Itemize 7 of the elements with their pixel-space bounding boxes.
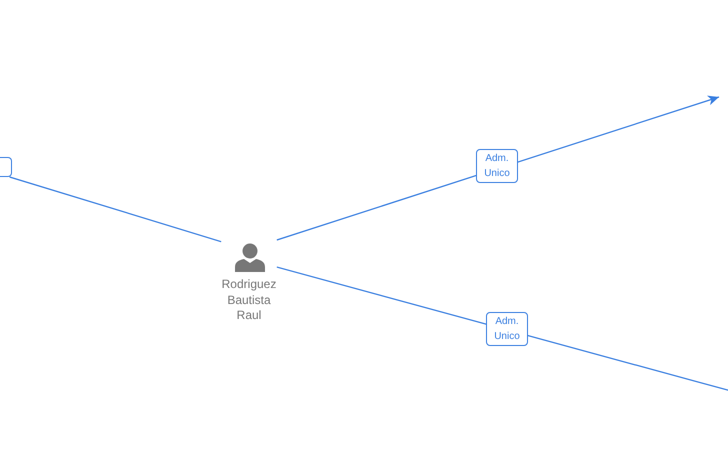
edge-label: Adm. Unico <box>476 149 518 183</box>
person-name: Rodriguez Bautista Raul <box>220 277 278 324</box>
rounded-box <box>0 157 12 177</box>
edge-label: Adm. Unico <box>486 312 528 346</box>
arrow <box>276 96 720 241</box>
connector-line <box>276 266 728 392</box>
connector-line <box>9 176 222 242</box>
